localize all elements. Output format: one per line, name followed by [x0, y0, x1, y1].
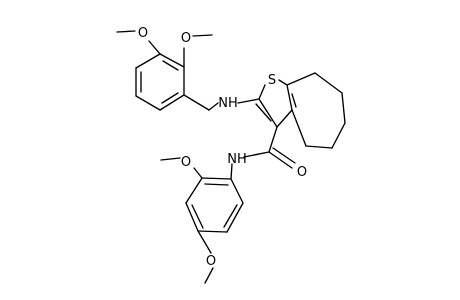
- methoxy-oxygen-label-3: O: [181, 155, 191, 170]
- amine-nh-label: NH: [218, 96, 238, 111]
- thiophene-ring: [255, 79, 297, 128]
- benzyl-linker: [183, 94, 219, 111]
- anilide-bond: [230, 163, 233, 180]
- methoxy-oxygen-label-1: O: [138, 26, 148, 41]
- methoxy-oxygen-label-2: O: [181, 31, 191, 46]
- methoxy-group-bottom-para: [197, 230, 214, 284]
- dimethoxyphenyl-ring-bottom: [185, 177, 244, 233]
- carboxamide-group: [243, 126, 296, 169]
- dimethoxyphenyl-ring-top: [135, 53, 185, 111]
- amine-bond: [237, 98, 260, 104]
- methoxy-group-top-right: [183, 34, 213, 68]
- sulfur-atom-label: S: [268, 73, 276, 88]
- methoxy-oxygen-label-4: O: [206, 254, 216, 269]
- methoxy-group-top-left: [116, 30, 161, 55]
- amide-nh-label: NH: [227, 152, 247, 167]
- cycloheptane-ring: [286, 72, 346, 149]
- carbonyl-oxygen-label: O: [297, 165, 307, 180]
- methoxy-group-bottom-ortho: [160, 157, 203, 179]
